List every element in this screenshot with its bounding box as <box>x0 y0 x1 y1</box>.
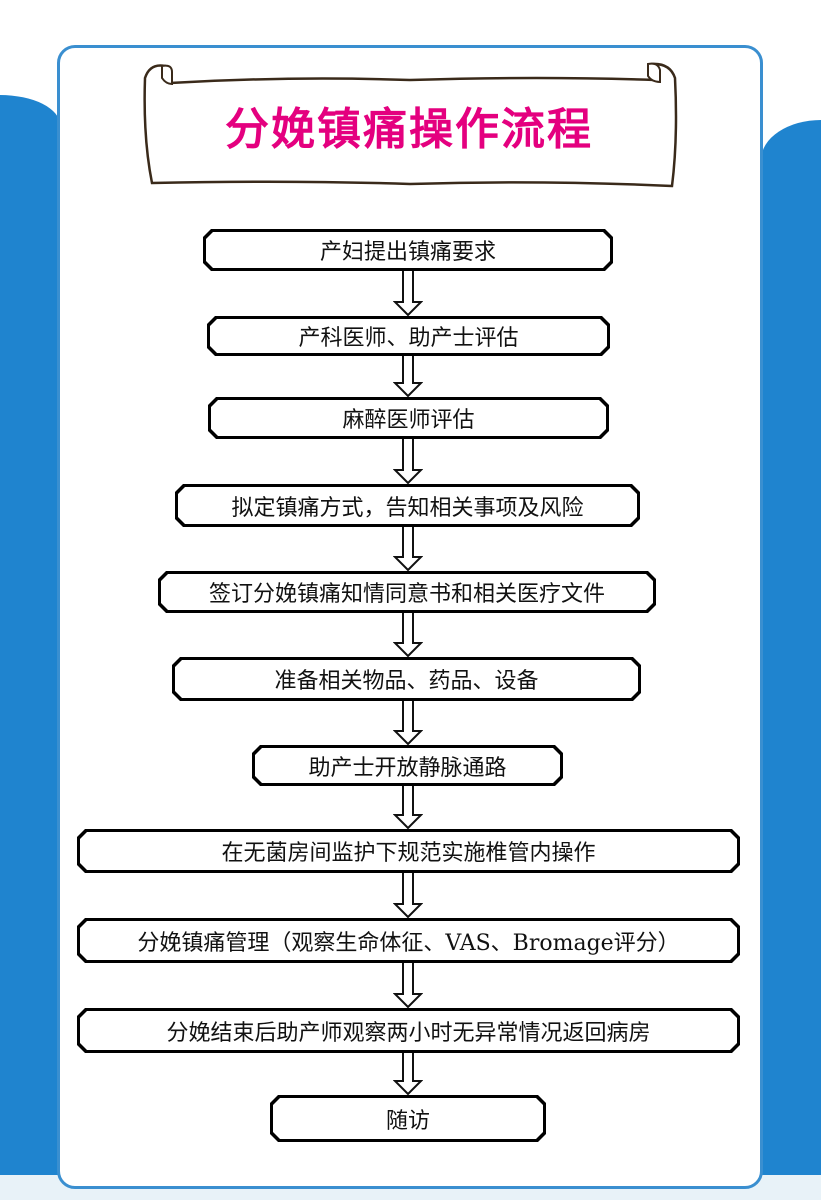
step-label: 分娩结束后助产师观察两小时无异常情况返回病房 <box>80 1011 737 1050</box>
step-label: 产科医师、助产士评估 <box>210 319 607 353</box>
flow-step-6: 准备相关物品、药品、设备 <box>172 657 641 701</box>
flow-step-7: 助产士开放静脉通路 <box>252 745 563 786</box>
flow-step-4: 拟定镇痛方式，告知相关事项及风险 <box>175 484 640 527</box>
step-label: 准备相关物品、药品、设备 <box>175 660 638 698</box>
step-label: 随访 <box>273 1098 543 1139</box>
step-label: 拟定镇痛方式，告知相关事项及风险 <box>178 487 637 524</box>
flow-step-2: 产科医师、助产士评估 <box>207 316 610 356</box>
down-arrow-icon <box>393 356 423 397</box>
down-arrow-icon <box>393 527 423 571</box>
down-arrow-icon <box>393 786 423 829</box>
flow-step-1: 产妇提出镇痛要求 <box>203 229 613 271</box>
down-arrow-icon <box>393 701 423 745</box>
step-label: 分娩镇痛管理（观察生命体征、VAS、Bromage评分） <box>80 921 737 960</box>
down-arrow-icon <box>393 873 423 918</box>
step-label: 麻醉医师评估 <box>211 400 606 436</box>
step-label: 签订分娩镇痛知情同意书和相关医疗文件 <box>161 574 653 610</box>
flow-step-5: 签订分娩镇痛知情同意书和相关医疗文件 <box>158 571 656 613</box>
scroll-banner-icon <box>143 62 678 188</box>
background-right-decoration <box>761 120 821 1200</box>
step-label: 产妇提出镇痛要求 <box>206 232 610 268</box>
down-arrow-icon <box>393 963 423 1008</box>
flow-step-10: 分娩结束后助产师观察两小时无异常情况返回病房 <box>77 1008 740 1053</box>
down-arrow-icon <box>393 613 423 657</box>
step-label: 助产士开放静脉通路 <box>255 748 560 783</box>
page-title: 分娩镇痛操作流程 <box>225 104 593 155</box>
flow-step-9: 分娩镇痛管理（观察生命体征、VAS、Bromage评分） <box>77 918 740 963</box>
down-arrow-icon <box>393 1053 423 1095</box>
down-arrow-icon <box>393 271 423 316</box>
background-left-decoration <box>0 95 60 1200</box>
flow-step-11: 随访 <box>270 1095 546 1142</box>
flow-step-3: 麻醉医师评估 <box>208 397 609 439</box>
step-label: 在无菌房间监护下规范实施椎管内操作 <box>80 832 737 870</box>
flow-step-8: 在无菌房间监护下规范实施椎管内操作 <box>77 829 740 873</box>
down-arrow-icon <box>393 439 423 484</box>
